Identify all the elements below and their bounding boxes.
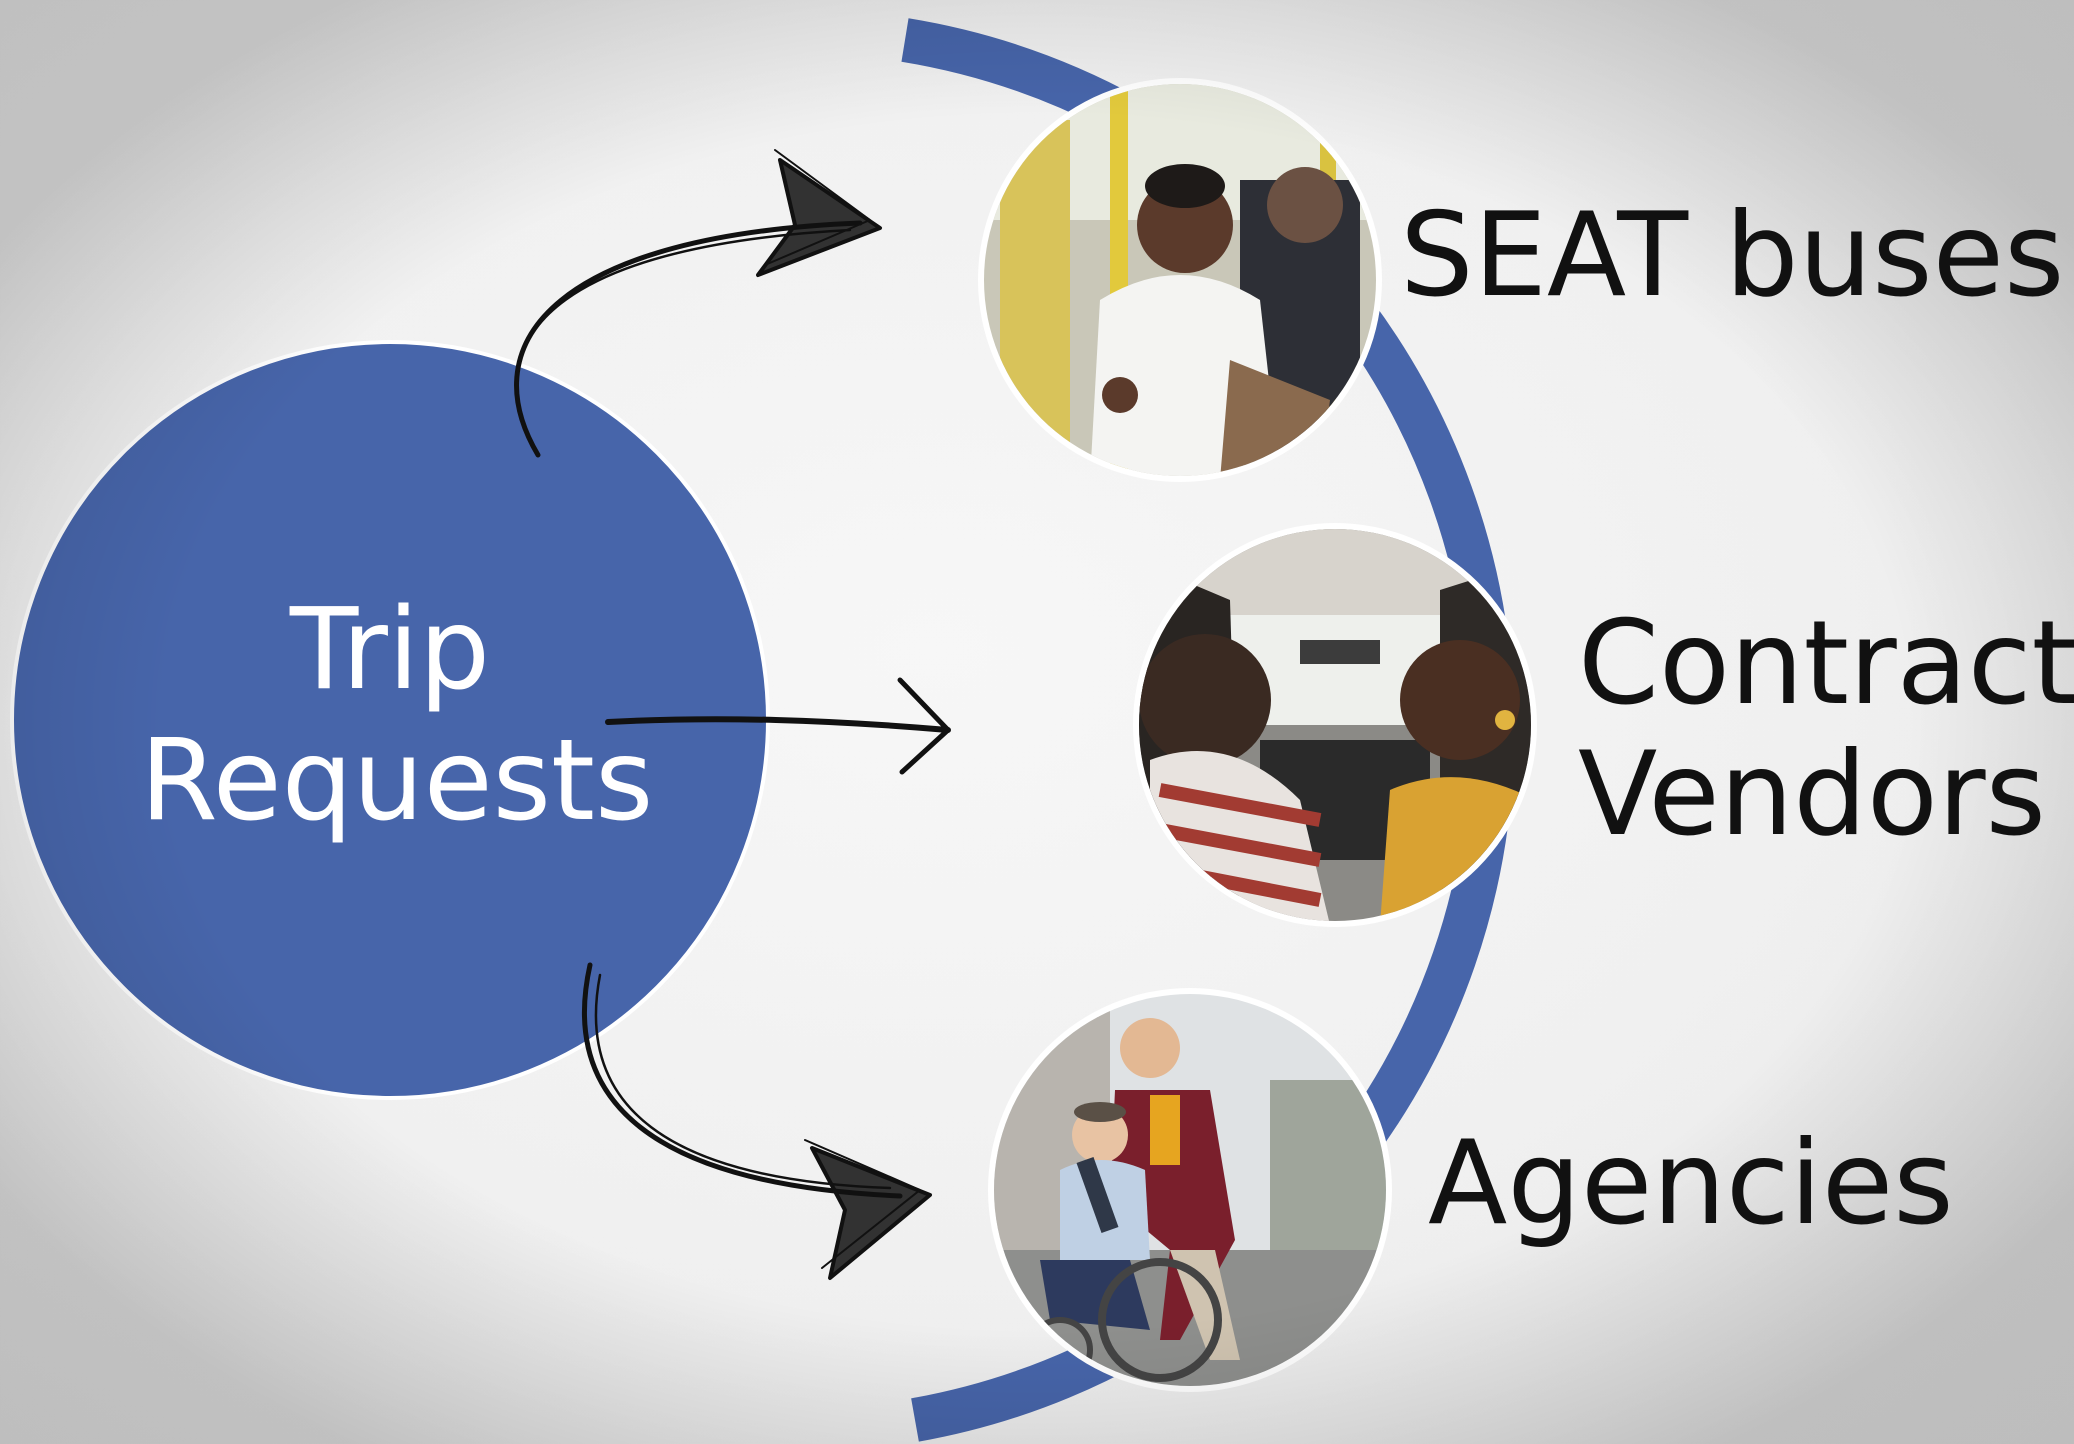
contract-vendors-label: Contract Vendors: [1578, 598, 2074, 860]
contract-vendors-line1: Contract: [1578, 596, 2074, 731]
agencies-label: Agencies: [1428, 1116, 1954, 1251]
source-title-line1: Trip: [289, 585, 491, 715]
trip-requests-label: Trip Requests: [140, 585, 654, 847]
arrow-to-contract-vendors: [605, 716, 951, 733]
contract-vendors-line2: Vendors: [1578, 727, 2046, 863]
seat-buses-label: SEAT buses: [1400, 188, 2065, 323]
source-title-line2: Requests: [140, 716, 654, 847]
arrow-to-agencies: [581, 962, 903, 1199]
